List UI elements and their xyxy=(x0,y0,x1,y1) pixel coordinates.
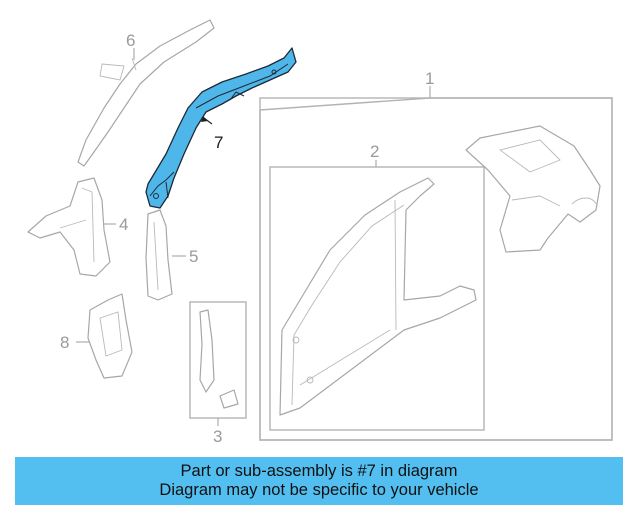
callout-8: 8 xyxy=(60,333,69,352)
side-panel-part-2 xyxy=(279,177,477,416)
part-6: 6 xyxy=(77,19,215,167)
assembly-2: 2 xyxy=(269,142,485,431)
callout-3: 3 xyxy=(213,427,222,446)
quarter-panel xyxy=(465,125,601,253)
callout-5: 5 xyxy=(189,247,198,266)
info-banner: Part or sub-assembly is #7 in diagram Di… xyxy=(15,457,623,505)
callout-1: 1 xyxy=(425,69,434,88)
callout-6: 6 xyxy=(126,31,135,50)
parts-diagram: 1 2 6 4 5 xyxy=(27,19,613,446)
assembly-1: 1 xyxy=(259,69,613,441)
banner-line-1: Part or sub-assembly is #7 in diagram xyxy=(180,462,458,480)
banner-line-2: Diagram may not be specific to your vehi… xyxy=(159,481,479,499)
callout-7: 7 xyxy=(214,133,223,152)
part-8: 8 xyxy=(60,293,133,379)
part-4: 4 xyxy=(27,177,128,277)
part-5: 5 xyxy=(145,209,198,301)
assembly-3: 3 xyxy=(189,301,247,446)
callout-4: 4 xyxy=(119,215,128,234)
highlighted-part-7: 7 xyxy=(145,47,297,209)
callout-2: 2 xyxy=(370,142,379,161)
